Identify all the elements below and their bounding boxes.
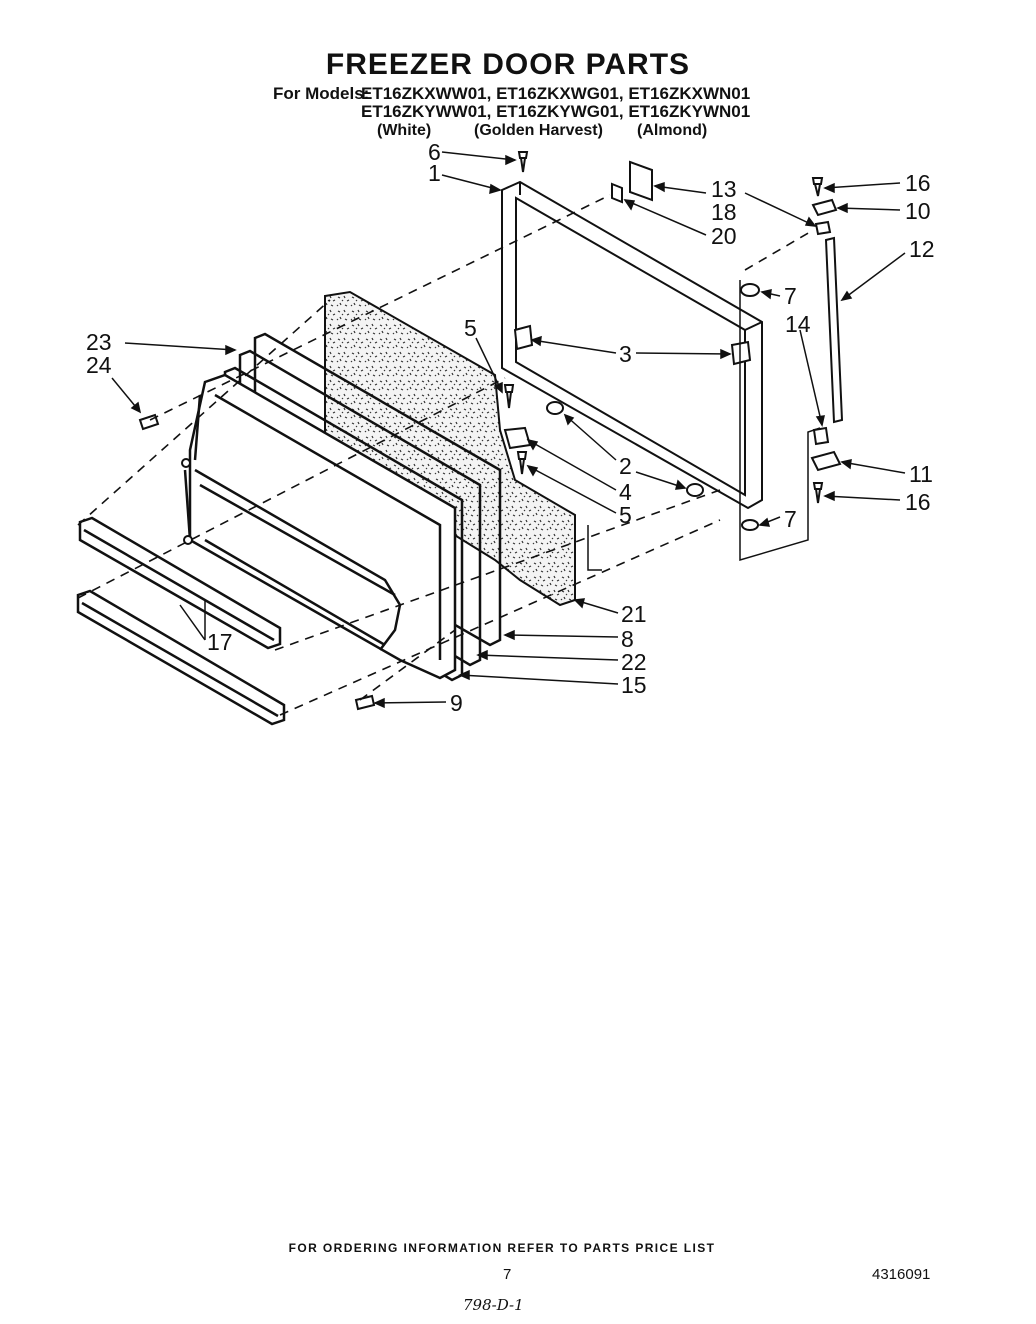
page-number: 7 [503, 1266, 512, 1283]
callout-5a: 5 [464, 315, 477, 341]
callout-23: 23 [86, 329, 112, 355]
insulation-panel [324, 290, 576, 607]
callout-15: 15 [621, 672, 647, 698]
callout-9: 9 [450, 690, 463, 716]
door-shelves [76, 516, 286, 726]
callout-3: 3 [619, 341, 632, 367]
callout-labels: 1 2 3 4 5 5 5 6 7 7 8 9 10 11 12 13 14 1… [86, 139, 935, 716]
callout-6: 6 [428, 139, 441, 165]
hardware-parts [138, 151, 844, 711]
door-liner [183, 373, 457, 680]
color-almond: (Almond) [637, 122, 708, 139]
callout-10: 10 [905, 198, 931, 224]
callout-17: 17 [207, 629, 233, 655]
callout-21: 21 [621, 601, 647, 627]
callout-16b: 16 [905, 489, 931, 515]
callout-5b: 5 [619, 502, 632, 528]
callout-8: 8 [621, 626, 634, 652]
callout-7b: 7 [784, 506, 797, 532]
color-white: (White) [377, 122, 432, 139]
alignment-lines [77, 194, 811, 716]
callout-2: 2 [619, 453, 632, 479]
callout-22: 22 [621, 649, 647, 675]
callout-11: 11 [909, 461, 933, 487]
leader-lines [111, 151, 906, 709]
bracket-lines [587, 280, 821, 571]
handwritten-mark: 798-D-1 [463, 1296, 524, 1314]
models-row-1: ET16ZKXWW01, ET16ZKXWG01, ET16ZKXWN01 [361, 84, 751, 103]
door-outer-frame [501, 180, 763, 510]
callout-16a: 16 [905, 170, 931, 196]
callout-20: 20 [711, 223, 737, 249]
callout-18: 18 [711, 199, 737, 225]
models-prefix: For Models: [273, 84, 370, 103]
callout-14: 14 [785, 311, 811, 337]
callout-24: 24 [86, 352, 112, 378]
models-row-2: ET16ZKYWW01, ET16ZKYWG01, ET16ZKYWN01 [361, 102, 751, 121]
ordering-note: FOR ORDERING INFORMATION REFER TO PARTS … [288, 1241, 716, 1255]
document-number: 4316091 [872, 1266, 931, 1283]
callout-7a: 7 [784, 283, 797, 309]
callout-4: 4 [619, 479, 632, 505]
callout-1: 1 [428, 160, 441, 186]
callout-13: 13 [711, 176, 737, 202]
page-title: FREEZER DOOR PARTS [325, 48, 691, 81]
callout-12: 12 [909, 236, 935, 262]
color-golden-harvest: (Golden Harvest) [474, 122, 603, 139]
